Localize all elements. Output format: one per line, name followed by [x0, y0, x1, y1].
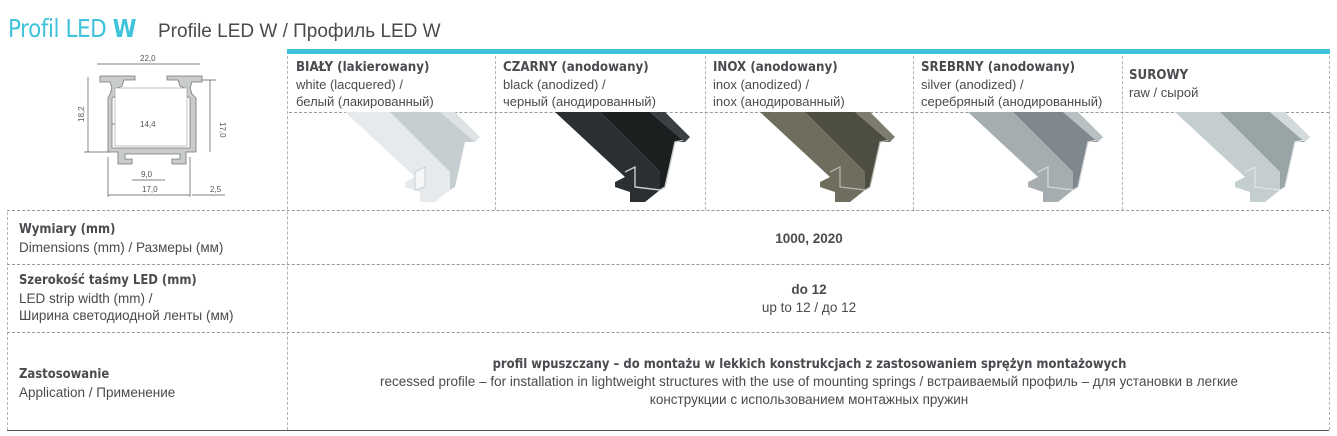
- column-name-pl: BIAŁY (lakierowany): [296, 59, 430, 75]
- inox-profile-image: [760, 112, 895, 202]
- column-header-silver: SREBRNY (anodowany) silver (anodized) / …: [921, 58, 1121, 110]
- column-name-ru: белый (лакированный): [296, 94, 434, 109]
- col-border: [495, 56, 496, 210]
- silver-profile-image: [968, 112, 1103, 202]
- col-border: [1329, 56, 1330, 430]
- row-value-sub: up to 12 / до 12: [761, 300, 857, 315]
- row-label-translation: LED strip width (mm) /: [19, 290, 153, 306]
- col-border: [287, 56, 288, 430]
- row-value-main: do 12: [791, 282, 827, 297]
- row-value-dimensions: 1000, 2020: [289, 230, 1329, 248]
- column-name-en: inox (anodized) /: [713, 77, 810, 92]
- row-label-translation-2: Ширина светодиодной ленты (мм): [19, 308, 234, 323]
- black-profile-image: [555, 112, 690, 202]
- dim-top-width: 22,0: [140, 54, 156, 63]
- row-border: [7, 210, 1329, 211]
- row-label-translation: Application / Применение: [19, 384, 176, 400]
- row-value-main: 1000, 2020: [775, 231, 843, 246]
- row-label-pl: Wymiary (mm): [19, 221, 116, 237]
- column-header-black: CZARNY (anodowany) black (anodized) / че…: [503, 58, 703, 110]
- column-name-en: silver (anodized) /: [921, 77, 1024, 92]
- row-label-pl: Zastosowanie: [19, 366, 110, 382]
- col-border: [7, 212, 8, 430]
- row-value-sub: recessed profile – for installation in l…: [380, 374, 1238, 389]
- column-name-ru: inox (анодированный): [713, 94, 845, 109]
- column-header-inox: INOX (anodowany) inox (anodized) / inox …: [713, 58, 911, 110]
- column-name-pl: SUROWY: [1129, 67, 1189, 83]
- dim-bottom-gap: 9,0: [141, 170, 153, 179]
- column-name-pl: SREBRNY (anodowany): [921, 59, 1076, 75]
- accent-bar: [287, 49, 1330, 54]
- white-profile-image: [345, 112, 480, 202]
- column-header-white: BIAŁY (lakierowany) white (lacquered) / …: [296, 58, 494, 110]
- row-border: [7, 264, 1329, 265]
- column-name-en: white (lacquered) /: [296, 77, 403, 92]
- dim-flange: 2,5: [210, 185, 222, 194]
- dim-right-height: 17,0: [218, 122, 227, 138]
- row-border: [7, 332, 1329, 333]
- row-label-application: Zastosowanie Application / Применение: [19, 365, 175, 401]
- row-value-application: profil wpuszczany – do montażu w lekkich…: [289, 355, 1329, 409]
- column-name-ru: черный (анодированный): [503, 94, 656, 109]
- column-name-en: raw / сырой: [1129, 85, 1199, 100]
- page-title: Profil LED W Profile LED W / Профиль LED…: [8, 14, 441, 43]
- brand-prefix: Profil LED: [8, 14, 113, 43]
- row-value-sub-2: конструкции с использованием монтажных п…: [649, 392, 969, 407]
- row-label-dimensions: Wymiary (mm) Dimensions (mm) / Размеры (…: [19, 220, 223, 256]
- brand-title: Profil LED W: [8, 14, 136, 43]
- col-border: [705, 56, 706, 210]
- column-name-ru: серебряный (анодированный): [921, 94, 1103, 109]
- column-name-pl: INOX (anodowany): [713, 59, 838, 75]
- column-name-pl: CZARNY (anodowany): [503, 59, 649, 75]
- row-label-translation: Dimensions (mm) / Размеры (мм): [19, 239, 224, 255]
- dim-bottom-width: 17,0: [142, 185, 158, 194]
- col-border: [1122, 56, 1123, 210]
- col-border: [913, 56, 914, 210]
- raw-profile-image: [1175, 112, 1310, 202]
- page-subtitle: Profile LED W / Профиль LED W: [158, 21, 441, 42]
- dim-inner-width: 14,4: [140, 120, 156, 129]
- column-header-raw: SUROWY raw / сырой: [1129, 66, 1327, 101]
- row-value-main: profil wpuszczany – do montażu w lekkich…: [492, 356, 1126, 372]
- table-bottom-border: [7, 430, 1329, 431]
- row-label-led-strip-width: Szerokość taśmy LED (mm) LED strip width…: [19, 271, 234, 325]
- dim-left-height: 18,2: [77, 106, 86, 122]
- brand-letter: W: [112, 14, 137, 43]
- column-name-en: black (anodized) /: [503, 77, 606, 92]
- row-value-led-strip-width: do 12 up to 12 / до 12: [289, 281, 1329, 317]
- row-label-pl: Szerokość taśmy LED (mm): [19, 272, 197, 288]
- profile-cross-section-drawing-icon: 22,0 14,4 9,0 17,0 2,5 18,2 17,0: [77, 54, 227, 197]
